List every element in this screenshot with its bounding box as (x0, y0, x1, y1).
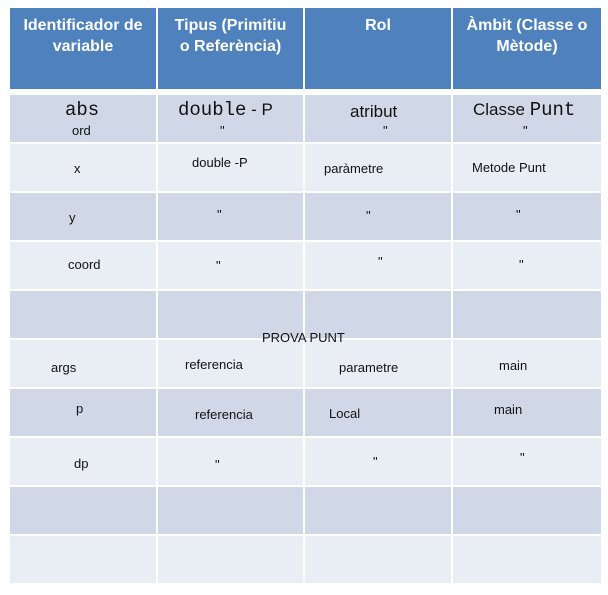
table-cell: " (453, 438, 601, 487)
header-separator (10, 91, 601, 95)
cell-text: dp (74, 456, 89, 471)
table-cell (10, 487, 158, 536)
table-cell: " (453, 193, 601, 242)
table-cell: dp (10, 438, 158, 487)
cell-text: paràmetre (324, 161, 384, 176)
table-cell: double - P " (158, 95, 305, 144)
table-cell (305, 291, 453, 340)
cell-text: y (69, 210, 76, 225)
table-cell: Classe Punt " (453, 95, 601, 144)
ditto-mark: " (217, 207, 222, 222)
ditto-mark: " (523, 123, 528, 138)
cell-text: referencia (185, 357, 243, 372)
ditto-mark: " (519, 257, 524, 272)
section-label: PROVA PUNT (262, 330, 345, 345)
table-cell (453, 291, 601, 340)
table-row: p referencia Local main (10, 389, 601, 438)
ditto-mark: " (516, 207, 521, 222)
cell-text: abs (65, 99, 100, 121)
table-cell (10, 291, 158, 340)
table-cell (305, 536, 453, 585)
table-cell (453, 536, 601, 585)
table-cell: double -P (158, 144, 305, 193)
table-cell: Local (305, 389, 453, 438)
ditto-mark: " (215, 457, 220, 472)
table-cell: parametre (305, 340, 453, 389)
table-cell (158, 536, 305, 585)
header-tipus: Tipus (Primitiu o Referència) (158, 8, 305, 91)
cell-text: main (494, 402, 523, 417)
table-cell: Metode Punt (453, 144, 601, 193)
table-row: abs ord double - P " atribut " Classe Pu… (10, 95, 601, 144)
table-row: dp " " " (10, 438, 601, 487)
table-cell: args (10, 340, 158, 389)
cell-text: atribut (350, 102, 398, 121)
table-cell: main (453, 389, 601, 438)
cell-text: Metode Punt (472, 160, 546, 175)
table-cell: coord (10, 242, 158, 291)
header-identificador: Identificador de variable (10, 8, 158, 91)
header-rol: Rol (305, 8, 453, 91)
ditto-mark: " (378, 254, 383, 269)
ditto-mark: " (520, 450, 525, 465)
cell-text: double - P (178, 99, 273, 121)
ditto-mark: " (216, 258, 221, 273)
table-cell: main (453, 340, 601, 389)
cell-text: ord (72, 123, 91, 138)
header-ambit: Àmbit (Classe o Mètode) (453, 8, 601, 91)
table-cell: atribut " (305, 95, 453, 144)
table-cell: " (158, 193, 305, 242)
table-cell (453, 487, 601, 536)
cell-text: x (74, 161, 81, 176)
table-cell: " (158, 242, 305, 291)
table-cell: referencia (158, 340, 305, 389)
table-cell: abs ord (10, 95, 158, 144)
table-cell: y (10, 193, 158, 242)
table-row: x double -P paràmetre Metode Punt (10, 144, 601, 193)
table-cell: " (305, 438, 453, 487)
cell-text: coord (68, 257, 101, 272)
ditto-mark: " (220, 123, 225, 138)
table-cell (305, 487, 453, 536)
table-row: coord " " " (10, 242, 601, 291)
cell-text: Classe Punt (473, 99, 576, 121)
table-cell (158, 291, 305, 340)
table-cell: p (10, 389, 158, 438)
ditto-mark: " (383, 123, 388, 138)
cell-text: referencia (195, 407, 253, 422)
ditto-mark: " (373, 454, 378, 469)
ditto-mark: " (366, 208, 371, 223)
cell-text: args (51, 360, 77, 375)
table-cell: referencia (158, 389, 305, 438)
cell-text: parametre (339, 360, 399, 375)
table-cell: " (305, 242, 453, 291)
table-cell: paràmetre (305, 144, 453, 193)
variables-table: Identificador de variable Tipus (Primiti… (10, 8, 601, 585)
table-header-row: Identificador de variable Tipus (Primiti… (10, 8, 601, 91)
table-cell (158, 487, 305, 536)
table-cell: " (158, 438, 305, 487)
cell-text: p (76, 401, 84, 416)
table-row (10, 291, 601, 340)
table-row: args referencia parametre main (10, 340, 601, 389)
table-cell: " (305, 193, 453, 242)
table-cell (10, 536, 158, 585)
table-row (10, 487, 601, 536)
table-cell: " (453, 242, 601, 291)
cell-text: main (499, 358, 528, 373)
table-row (10, 536, 601, 585)
table-cell: x (10, 144, 158, 193)
table-row: y " " " (10, 193, 601, 242)
cell-text: double -P (192, 155, 248, 170)
cell-text: Local (329, 406, 361, 421)
